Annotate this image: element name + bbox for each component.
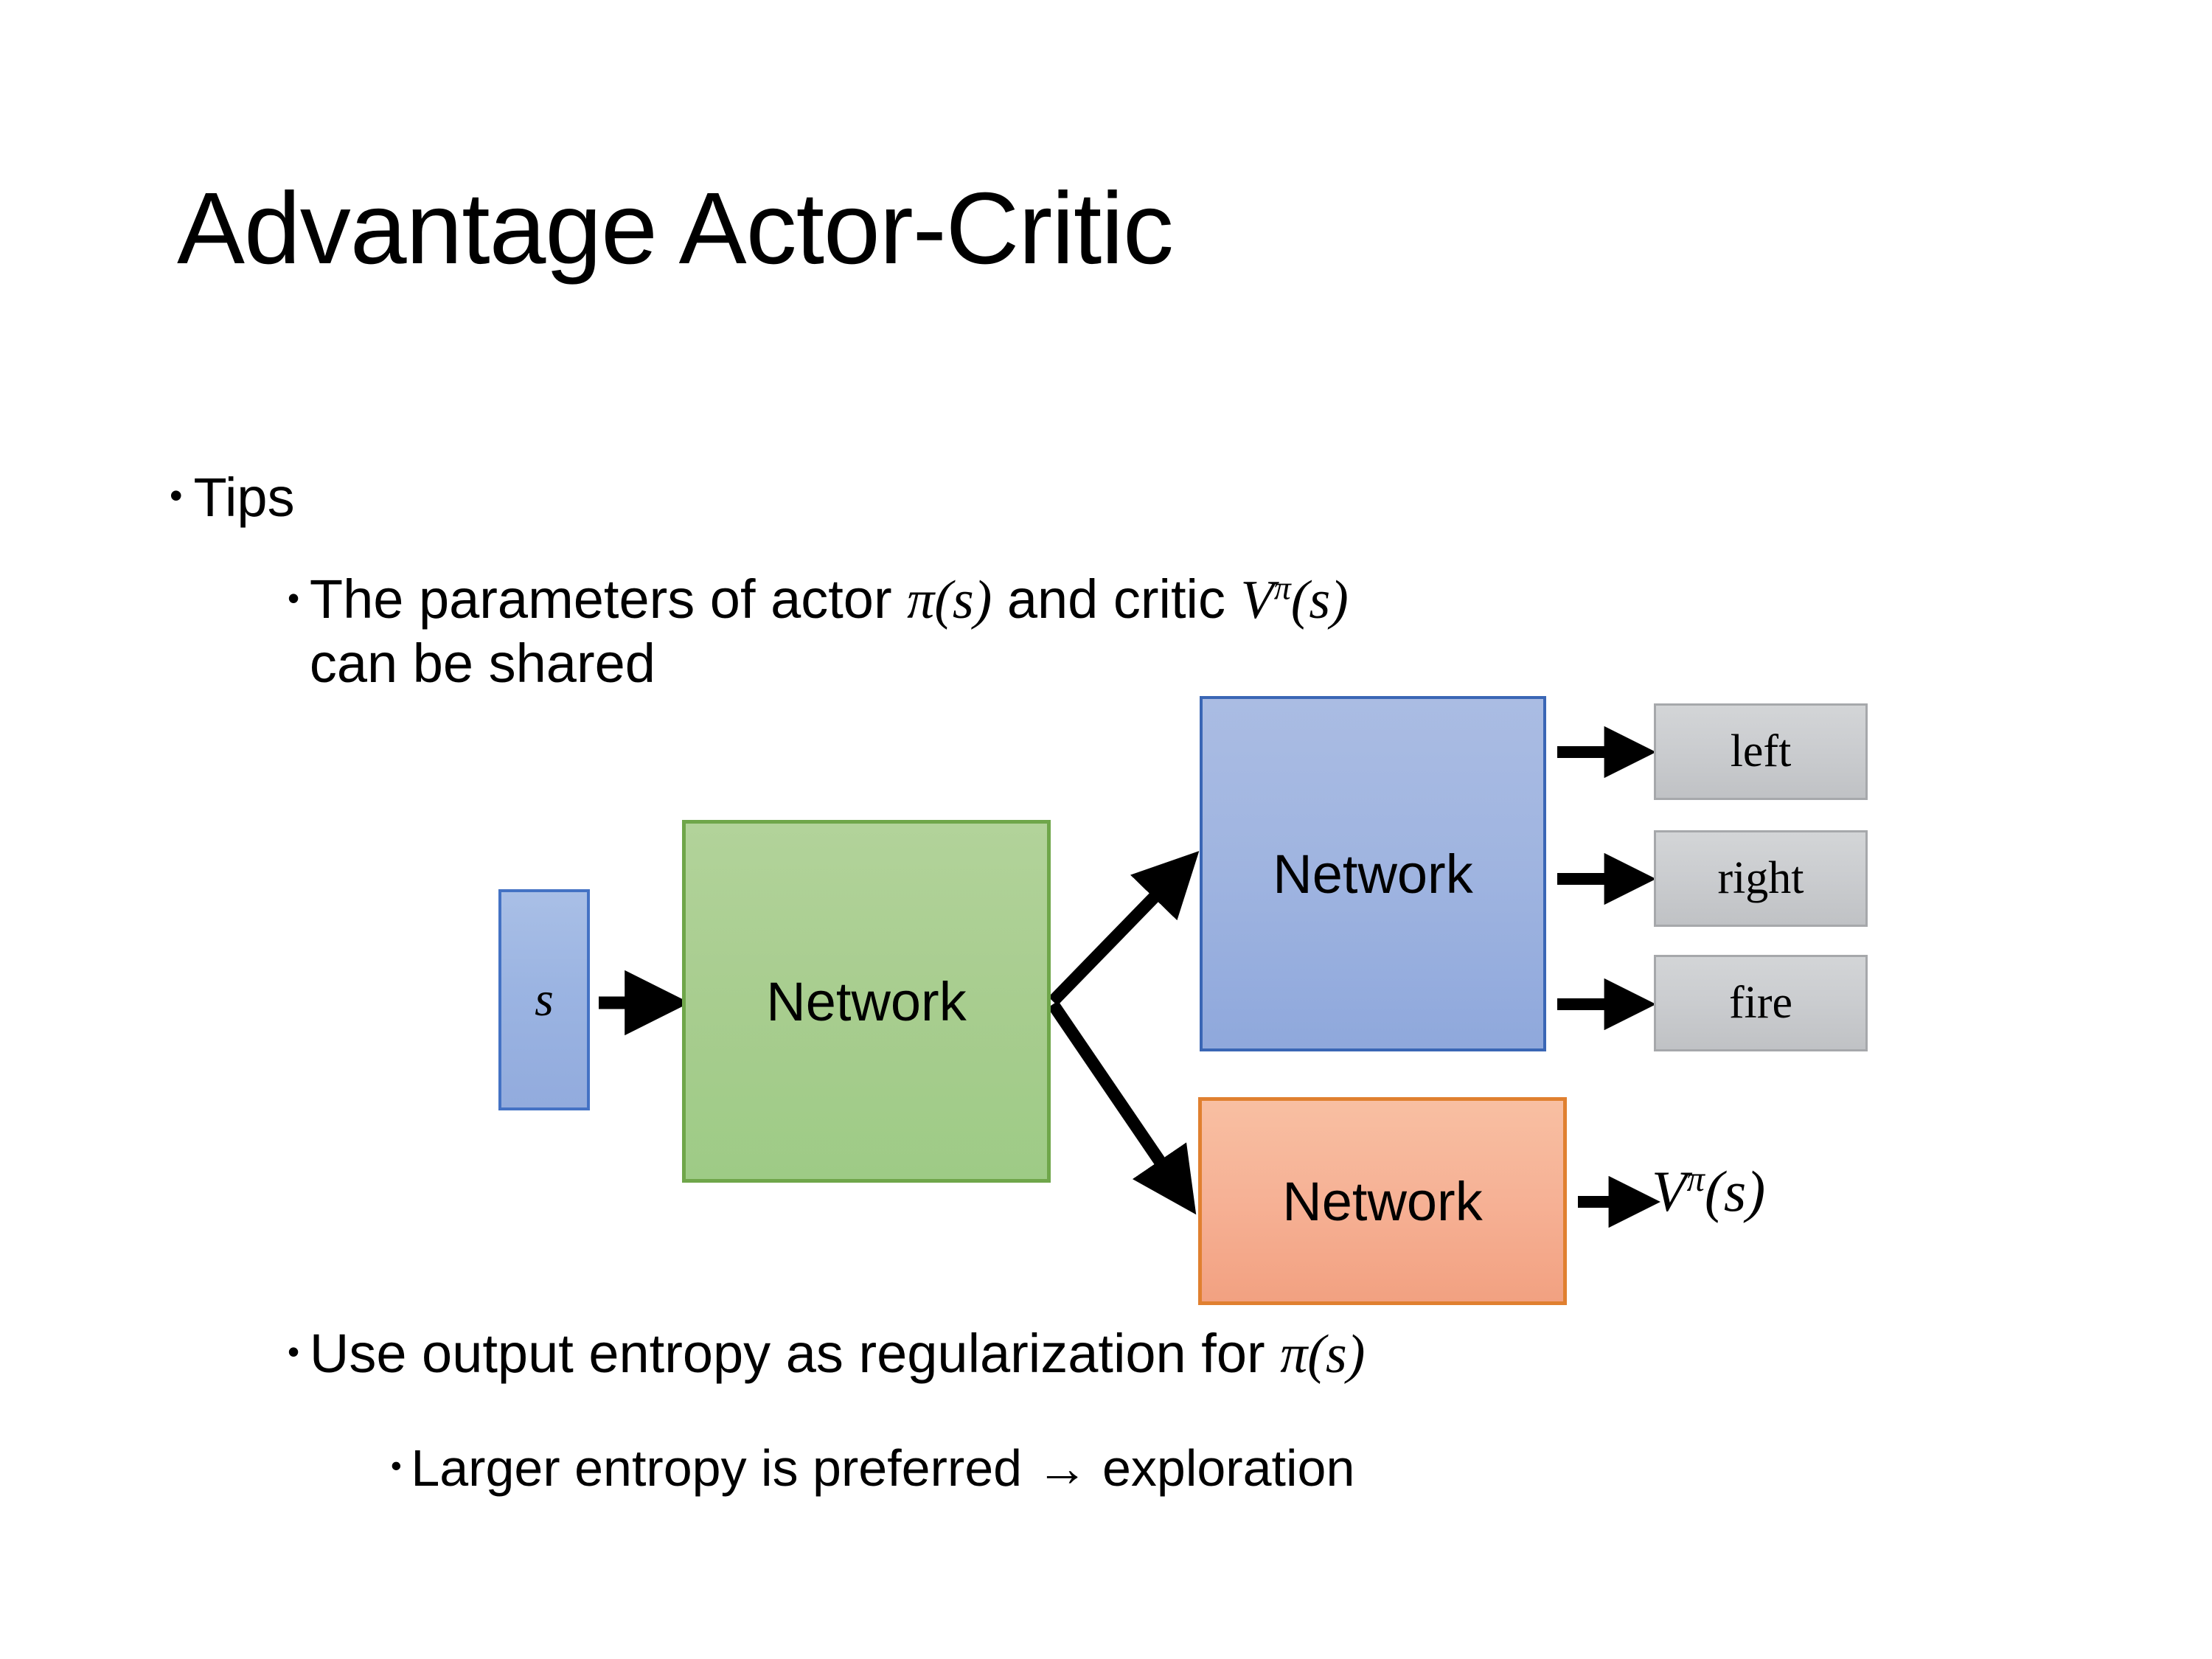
- actor-network-label: Network: [1273, 843, 1473, 905]
- action-output-right: right: [1654, 830, 1868, 927]
- math-v-pi-base: V: [1240, 570, 1274, 630]
- shared-params-line1-pre: The parameters of actor: [309, 568, 908, 630]
- bullet-tips: • Tips: [170, 465, 295, 531]
- math-v-pi-argument: (s): [1290, 570, 1349, 630]
- critic-output-argument: (s): [1704, 1159, 1766, 1223]
- action-output-left: left: [1654, 703, 1868, 800]
- actor-network-node: Network: [1200, 696, 1546, 1051]
- critic-output-base: V: [1652, 1159, 1687, 1223]
- input-state-label: s: [535, 973, 554, 1026]
- bullet-exploration: • Larger entropy is preferred → explorat…: [391, 1438, 2160, 1499]
- bullet-tips-label: Tips: [193, 467, 295, 528]
- action-output-left-label: left: [1730, 726, 1792, 776]
- arrow-shared-to-critic: [1047, 1001, 1197, 1215]
- entropy-text-pre: Use output entropy as regularization for: [309, 1323, 1281, 1384]
- critic-network-label: Network: [1282, 1170, 1483, 1232]
- bullet-marker-icon: •: [170, 475, 183, 516]
- bullet-marker-icon: •: [288, 1332, 300, 1371]
- input-state-node: s: [498, 889, 590, 1110]
- action-output-fire: fire: [1654, 955, 1868, 1051]
- action-output-right-label: right: [1717, 853, 1804, 903]
- math-pi-of-s: π(s): [907, 570, 992, 630]
- critic-output-superscript: π: [1686, 1160, 1705, 1199]
- math-v-pi-superscript: π: [1273, 568, 1291, 607]
- critic-output-value-label: Vπ(s): [1652, 1158, 1765, 1225]
- shared-params-line1-mid: and critic: [992, 568, 1241, 630]
- bullet-shared-parameters: • The parameters of actor π(s) and criti…: [288, 568, 2101, 695]
- bullet-exploration-label: Larger entropy is preferred → exploratio…: [411, 1439, 1355, 1497]
- shared-network-node: Network: [682, 820, 1051, 1183]
- bullet-entropy-regularization: • Use output entropy as regularization f…: [288, 1321, 2131, 1387]
- action-output-fire-label: fire: [1728, 978, 1793, 1028]
- arrow-shared-to-actor: [1048, 851, 1200, 1006]
- page-title: Advantage Actor-Critic: [177, 172, 1174, 285]
- shared-network-label: Network: [766, 970, 967, 1032]
- bullet-marker-icon: •: [288, 579, 300, 618]
- math-pi-of-s: π(s): [1280, 1324, 1366, 1385]
- critic-network-node: Network: [1198, 1097, 1567, 1305]
- bullet-shared-parameters-text: The parameters of actor π(s) and critic …: [310, 568, 2101, 695]
- bullet-marker-icon: •: [391, 1447, 402, 1483]
- shared-params-line2: can be shared: [309, 633, 655, 695]
- bullet-entropy-text: Use output entropy as regularization for…: [310, 1321, 2131, 1387]
